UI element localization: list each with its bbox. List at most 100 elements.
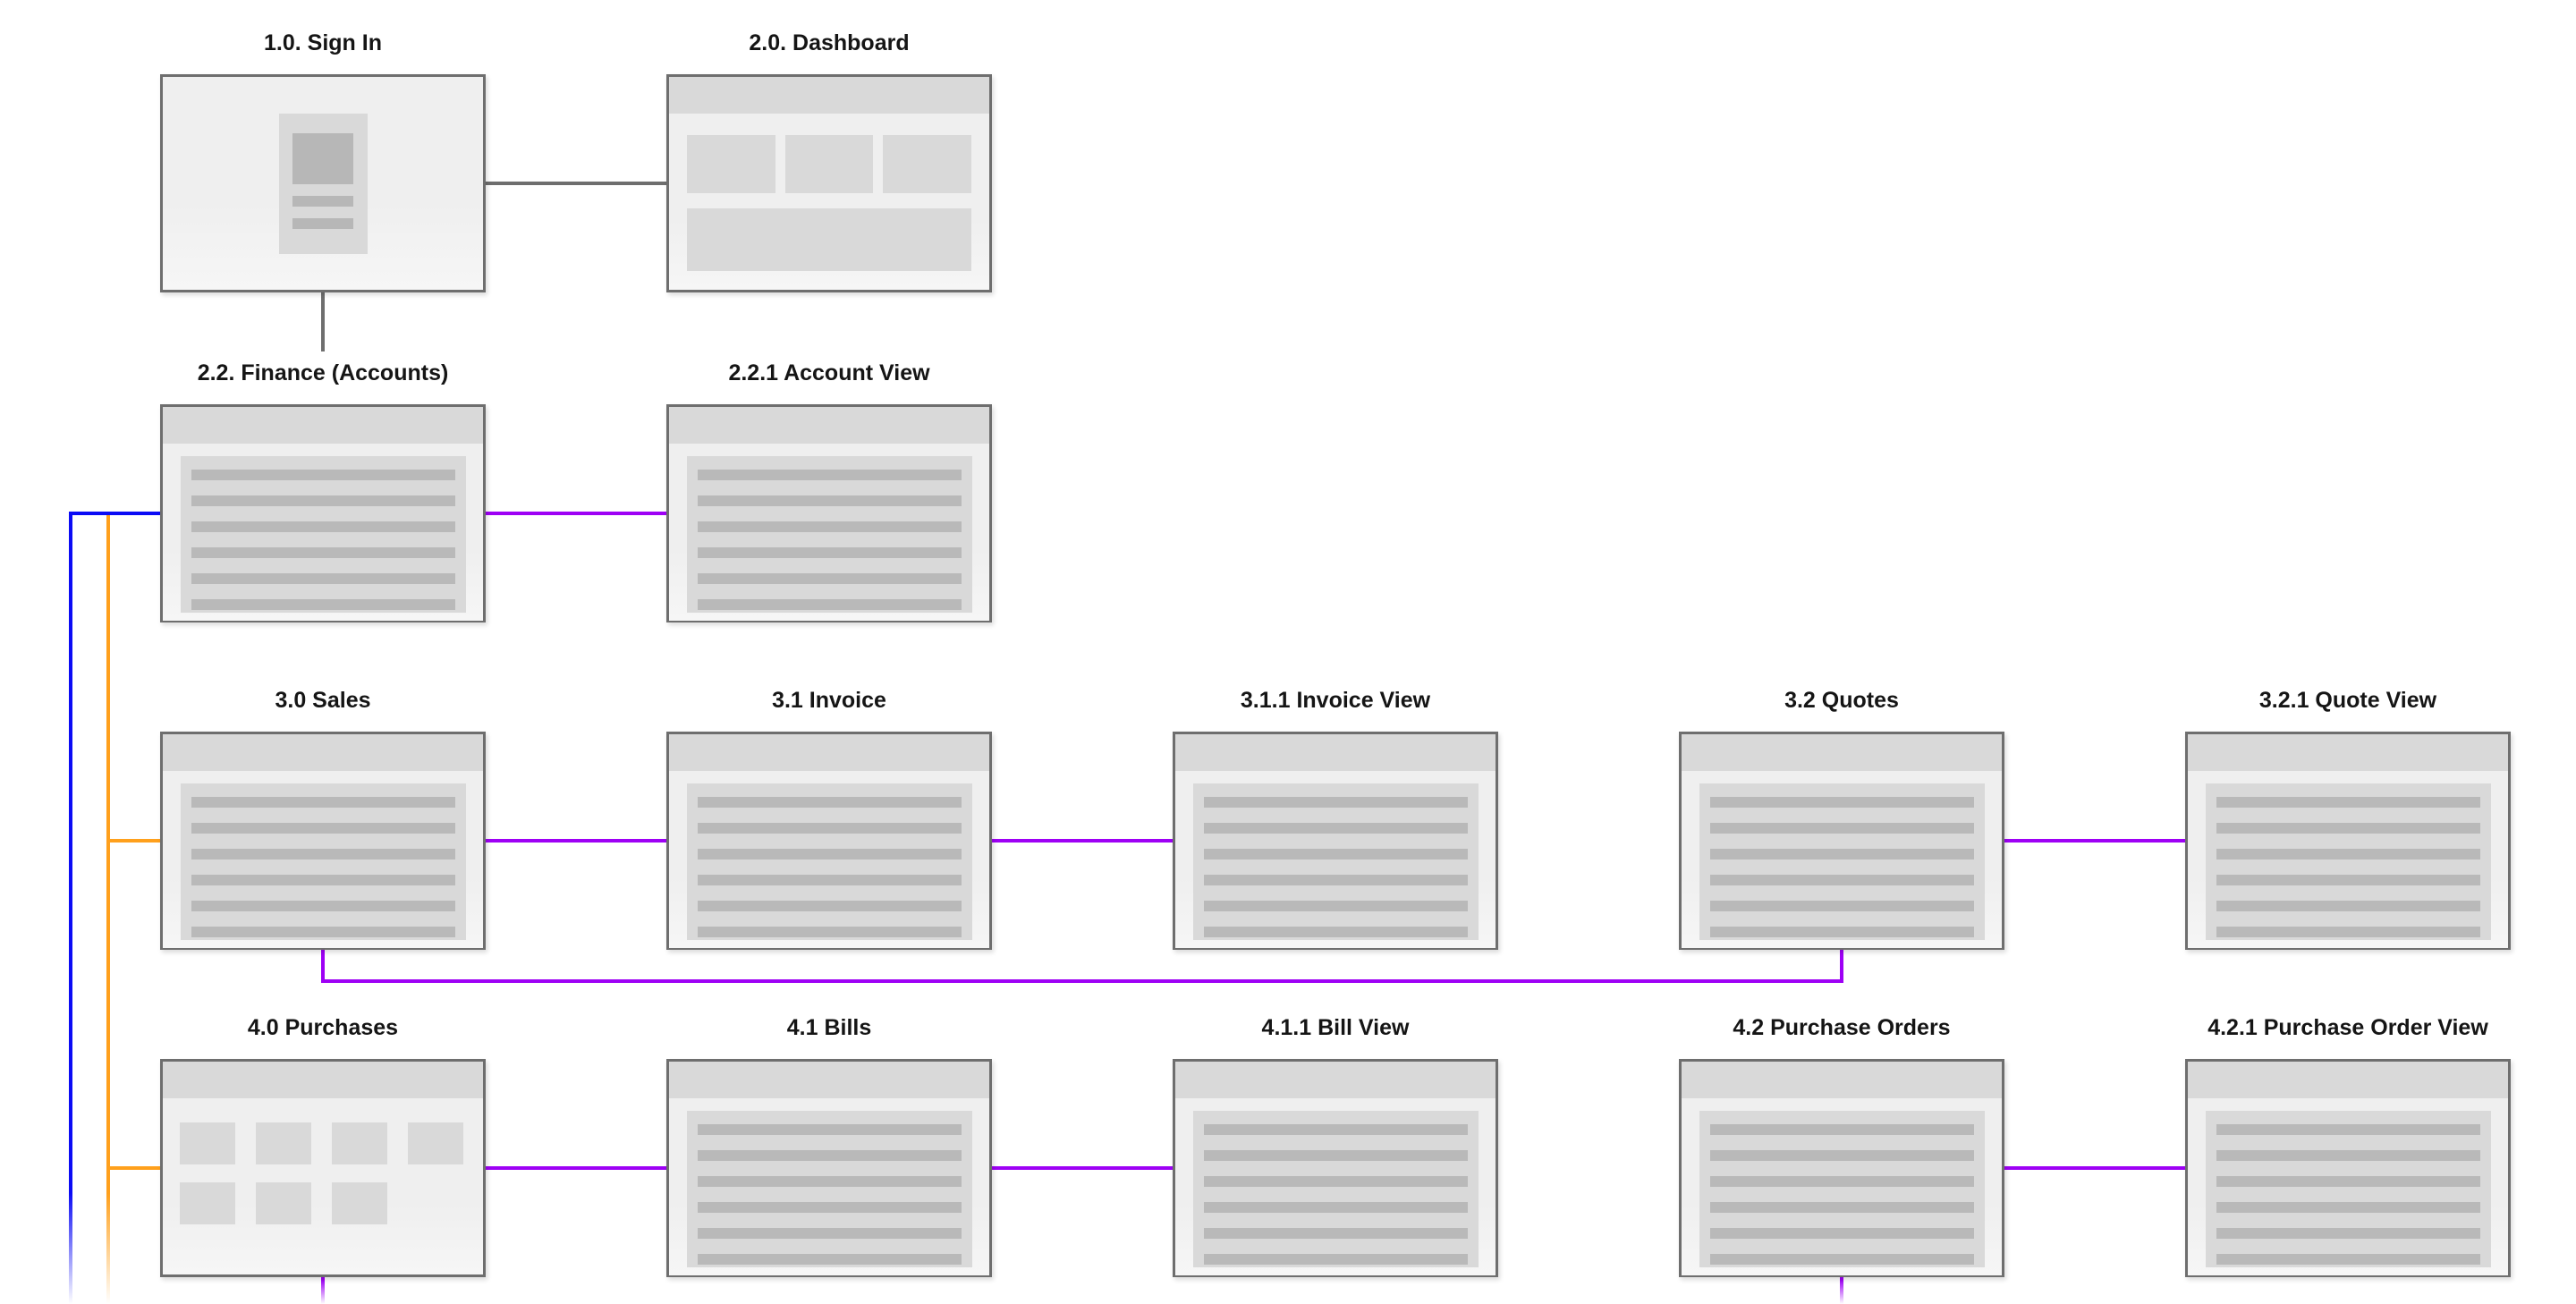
connector-purchaseorders-offscreen[interactable]: [1840, 1277, 1843, 1304]
screen-header-bar: [1682, 734, 2002, 771]
screen-body: [1682, 771, 2002, 948]
screen-node-quote-view[interactable]: 3.2.1 Quote View: [2185, 688, 2511, 950]
connector-bills-billview[interactable]: [992, 1166, 1173, 1170]
connector-purchases-offscreen[interactable]: [321, 1277, 325, 1304]
list-row-placeholder: [2216, 927, 2480, 937]
connector-signin-finance-stub[interactable]: [321, 292, 325, 351]
screen-node-quotes[interactable]: 3.2 Quotes: [1679, 688, 2004, 950]
tile-placeholder: [332, 1182, 387, 1224]
list-panel: [1193, 1111, 1479, 1267]
screen-node-bill-view[interactable]: 4.1.1 Bill View: [1173, 1015, 1498, 1277]
screen-node-purchase-order-view[interactable]: 4.2.1 Purchase Order View: [2185, 1015, 2511, 1277]
wireframe-thumbnail-sales: [160, 732, 486, 950]
connector-sales-quotes-drop[interactable]: [321, 950, 325, 983]
screen-title: 1.0. Sign In: [264, 30, 382, 55]
screen-title: 4.2.1 Purchase Order View: [2207, 1015, 2488, 1040]
screen-node-dashboard[interactable]: 2.0. Dashboard: [666, 30, 992, 292]
screen-body: [163, 1098, 483, 1274]
connector-signin-dashboard[interactable]: [486, 182, 666, 185]
list-row-placeholder: [1204, 901, 1468, 911]
list-row-placeholder: [191, 470, 455, 480]
connector-finance-accountview[interactable]: [486, 512, 666, 515]
screen-header-bar: [163, 407, 483, 444]
screen-header-bar: [163, 1062, 483, 1098]
connector-rail-finance[interactable]: [69, 512, 162, 515]
card-placeholder: [784, 135, 874, 193]
list-row-placeholder: [1204, 1124, 1468, 1135]
list-row-placeholder: [191, 875, 455, 885]
screen-node-finance-accounts[interactable]: 2.2. Finance (Accounts): [160, 360, 486, 622]
list-row-placeholder: [698, 823, 962, 834]
connector-blue-rail[interactable]: [69, 512, 72, 1304]
list-row-placeholder: [191, 547, 455, 558]
list-row-placeholder: [1710, 875, 1974, 885]
tile-placeholder: [180, 1122, 235, 1164]
connector-purchases-bills[interactable]: [486, 1166, 666, 1170]
list-row-placeholder: [698, 849, 962, 859]
screen-node-invoice[interactable]: 3.1 Invoice: [666, 688, 992, 950]
connector-purchaseorders-poview[interactable]: [2004, 1166, 2185, 1170]
connector-rail-sales[interactable]: [106, 839, 162, 843]
screen-node-purchases[interactable]: 4.0 Purchases: [160, 1015, 486, 1277]
list-panel: [2206, 1111, 2491, 1267]
card-row: [687, 135, 972, 193]
screen-title: 4.0 Purchases: [247, 1015, 399, 1040]
list-row-placeholder: [698, 599, 962, 610]
screen-body: [1175, 771, 1496, 948]
connector-sales-quotes-rise[interactable]: [1840, 950, 1843, 983]
list-panel: [1193, 783, 1479, 940]
list-row-placeholder: [698, 901, 962, 911]
list-row-placeholder: [2216, 1228, 2480, 1239]
connector-quotes-quoteview[interactable]: [2004, 839, 2185, 843]
list-panel: [687, 456, 972, 613]
list-row-placeholder: [2216, 1150, 2480, 1161]
screen-title: 3.1.1 Invoice View: [1240, 688, 1431, 713]
list-row-placeholder: [2216, 1176, 2480, 1187]
list-row-placeholder: [1204, 849, 1468, 859]
card-placeholder: [883, 135, 972, 193]
list-row-placeholder: [1204, 797, 1468, 808]
screen-node-invoice-view[interactable]: 3.1.1 Invoice View: [1173, 688, 1498, 950]
wireframe-thumbnail-purchase-orders: [1679, 1059, 2004, 1277]
screen-title: 2.2.1 Account View: [728, 360, 930, 385]
screen-header-bar: [163, 734, 483, 771]
wireframe-thumbnail-sign-in: [160, 74, 486, 292]
screen-title: 4.2 Purchase Orders: [1733, 1015, 1951, 1040]
screen-title: 4.1 Bills: [786, 1015, 872, 1040]
connector-orange-rail[interactable]: [106, 515, 110, 1304]
screen-body: [669, 444, 989, 621]
list-row-placeholder: [2216, 797, 2480, 808]
screen-body: [163, 444, 483, 621]
list-row-placeholder: [191, 797, 455, 808]
list-row-placeholder: [698, 1254, 962, 1265]
list-panel: [687, 1111, 972, 1267]
list-panel: [181, 783, 466, 940]
list-row-placeholder: [1204, 823, 1468, 834]
screen-header-bar: [2188, 1062, 2508, 1098]
list-panel: [687, 783, 972, 940]
connector-sales-quotes-run[interactable]: [321, 979, 1843, 983]
list-row-placeholder: [1710, 1176, 1974, 1187]
screen-node-sales[interactable]: 3.0 Sales: [160, 688, 486, 950]
connector-invoice-invoiceview[interactable]: [992, 839, 1173, 843]
list-row-placeholder: [191, 849, 455, 859]
list-row-placeholder: [1204, 1228, 1468, 1239]
list-row-placeholder: [1204, 1254, 1468, 1265]
screen-node-purchase-orders[interactable]: 4.2 Purchase Orders: [1679, 1015, 2004, 1277]
screen-header-bar: [669, 734, 989, 771]
wireframe-thumbnail-account-view: [666, 404, 992, 622]
connector-sales-invoice[interactable]: [486, 839, 666, 843]
tile-placeholder: [408, 1122, 463, 1164]
connector-rail-purchases[interactable]: [106, 1166, 162, 1170]
screen-node-bills[interactable]: 4.1 Bills: [666, 1015, 992, 1277]
screen-header-bar: [1682, 1062, 2002, 1098]
tile-grid: [180, 1122, 483, 1224]
list-panel: [181, 456, 466, 613]
screen-node-sign-in[interactable]: 1.0. Sign In: [160, 30, 486, 292]
wireframe-thumbnail-bills: [666, 1059, 992, 1277]
screen-body: [1175, 1098, 1496, 1275]
list-row-placeholder: [698, 470, 962, 480]
list-row-placeholder: [698, 1228, 962, 1239]
screen-title: 3.2.1 Quote View: [2258, 688, 2437, 713]
screen-node-account-view[interactable]: 2.2.1 Account View: [666, 360, 992, 622]
